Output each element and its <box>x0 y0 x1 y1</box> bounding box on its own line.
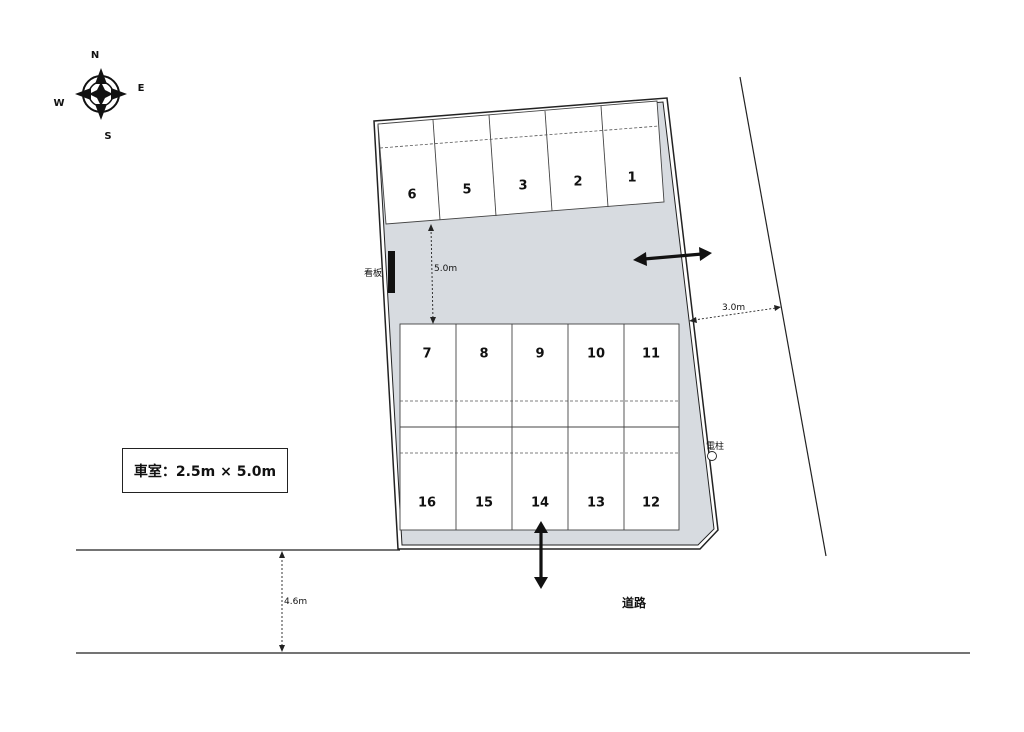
utility-pole-icon <box>707 451 717 461</box>
space-label: 12 <box>642 496 660 511</box>
road-label: 道路 <box>622 595 647 610</box>
space-label: 15 <box>475 496 493 511</box>
compass-south-label: S <box>104 131 111 142</box>
top-row-divider <box>600 105 609 208</box>
utility-pole-label: 電柱 <box>706 440 724 452</box>
top-row-divider <box>488 114 497 217</box>
compass-east-label: E <box>138 83 145 94</box>
space-label: 2 <box>573 175 582 190</box>
space-label: 9 <box>535 347 544 362</box>
space-label: 16 <box>418 496 436 511</box>
road-width-label: 4.6m <box>284 597 307 607</box>
space-label: 13 <box>587 496 605 511</box>
top-row-stop-line <box>379 125 660 149</box>
side-gap-label: 3.0m <box>722 303 745 313</box>
road-width-dimension <box>279 551 285 652</box>
aisle-width-label: 5.0m <box>434 264 457 274</box>
top-row-spaces <box>377 100 665 225</box>
space-label: 8 <box>479 347 488 362</box>
space-label: 6 <box>407 188 416 203</box>
east-entrance-arrow <box>633 247 712 266</box>
space-label: 10 <box>587 347 605 362</box>
top-row-divider <box>432 119 441 221</box>
compass-rose-icon <box>75 68 127 120</box>
sign-board <box>388 251 395 293</box>
space-label: 3 <box>518 179 527 194</box>
compass-north-label: N <box>91 50 99 61</box>
top-row-divider <box>544 110 553 212</box>
space-label: 1 <box>627 171 636 186</box>
aisle-dimension <box>428 224 436 324</box>
south-entrance-arrow <box>534 521 548 589</box>
compass-west-label: W <box>53 98 64 109</box>
sign-label: 看板 <box>364 267 382 279</box>
space-size-legend: 車室：2.5m × 5.0m <box>122 448 288 493</box>
space-label: 14 <box>531 496 549 511</box>
space-label: 11 <box>642 347 660 362</box>
side-gap-dimension <box>689 305 781 323</box>
space-label: 7 <box>422 347 431 362</box>
space-label: 5 <box>462 183 471 198</box>
east-boundary-line <box>739 76 827 557</box>
